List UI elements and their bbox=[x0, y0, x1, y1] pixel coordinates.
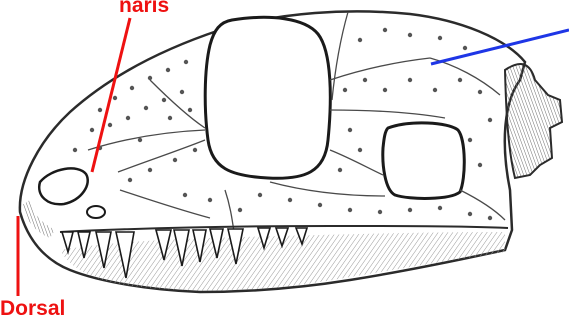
temporal-fenestra bbox=[383, 123, 464, 199]
quadrate-bone bbox=[505, 64, 562, 178]
naris-label: naris bbox=[119, 0, 169, 16]
skull-illustration bbox=[20, 11, 562, 292]
foramen bbox=[87, 206, 105, 218]
dorsal-label: Dorsal bbox=[0, 298, 65, 319]
orbit-opening bbox=[205, 17, 330, 178]
